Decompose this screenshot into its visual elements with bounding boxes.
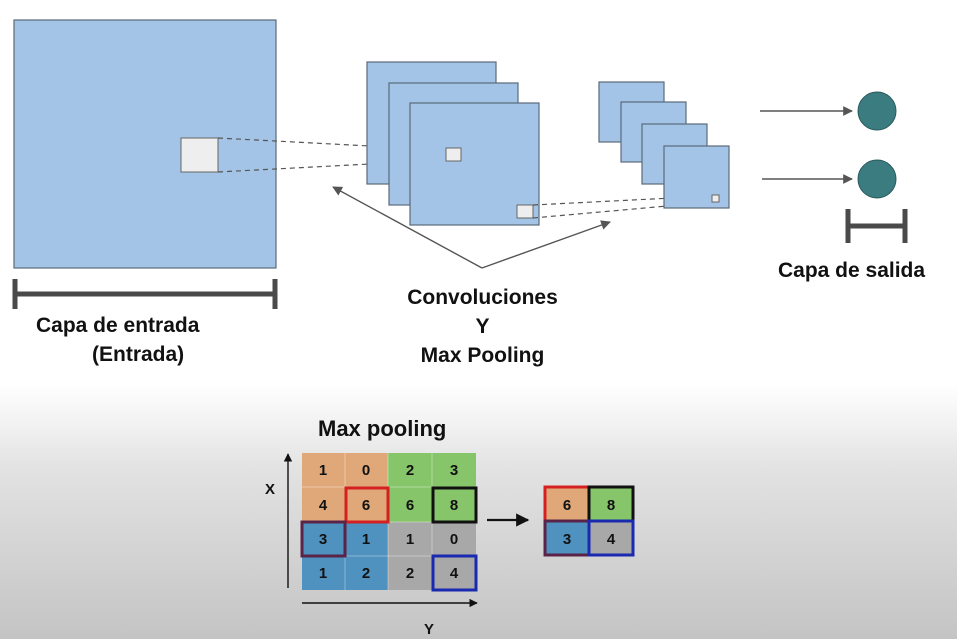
dashed-projection (532, 195, 713, 206)
pooled-outline-blue (587, 519, 635, 557)
conv-cell-small (445, 147, 462, 162)
grid-cell: 1 (406, 531, 414, 548)
grid-cell: 0 (450, 531, 458, 548)
pooling-output-grid: 6 8 3 4 (543, 485, 635, 557)
input-layer-bracket (12, 279, 278, 309)
conv-label-line1: Convoluciones (407, 286, 558, 309)
input-layer-sublabel: (Entrada) (92, 343, 185, 366)
grid-cell: 2 (362, 565, 370, 582)
grid-cell: 6 (406, 497, 414, 514)
grid-cell: 1 (362, 531, 370, 548)
grid-cell: 2 (406, 462, 414, 479)
pooled-cell: 3 (563, 531, 571, 548)
label-arrow-left (332, 186, 483, 269)
grid-cell: 8 (450, 497, 458, 514)
axis-x-label: X (265, 481, 275, 498)
grid-cell: 2 (406, 565, 414, 582)
label-arrow-right (481, 220, 611, 269)
grid-cell: 4 (319, 497, 328, 514)
max-highlight-red (344, 486, 390, 524)
conv-pool-window (516, 204, 534, 219)
grid-cell: 3 (319, 531, 327, 548)
pooled-cell: 4 (607, 531, 616, 548)
conv-label-line3: Max Pooling (420, 344, 545, 367)
max-highlight-blue (431, 554, 478, 592)
input-layer-label: Capa de entrada (36, 314, 200, 337)
output-node (857, 159, 897, 199)
output-layer-label: Capa de salida (778, 259, 926, 282)
input-layer-map (13, 19, 277, 269)
grid-cell: 0 (362, 462, 370, 479)
max-highlight-purple (300, 520, 347, 558)
grid-cell: 1 (319, 565, 327, 582)
input-receptive-field (180, 137, 219, 173)
pooling-title: Max pooling (318, 416, 447, 441)
max-highlight-black (431, 486, 478, 524)
output-node (857, 91, 897, 131)
grid-cell: 4 (450, 565, 459, 582)
pooling-input-grid: 1 0 2 3 4 6 6 8 3 1 1 0 1 2 2 4 (300, 453, 478, 592)
pooled-cell: 8 (607, 497, 615, 514)
grid-cell: 3 (450, 462, 458, 479)
grid-cell: 1 (319, 462, 327, 479)
axis-y-label: Y (424, 621, 434, 638)
output-layer-bracket (845, 209, 908, 243)
dashed-projection (532, 201, 713, 219)
conv-label-line2: Y (475, 315, 490, 338)
pooled-cell: 6 (563, 497, 571, 514)
grid-cell: 6 (362, 497, 370, 514)
pooled-cell-small (711, 194, 720, 203)
